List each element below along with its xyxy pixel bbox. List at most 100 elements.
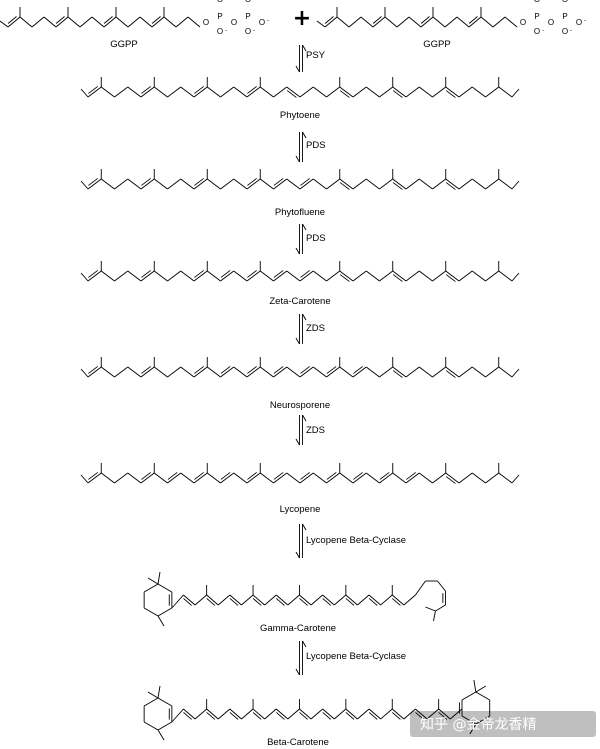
reaction-arrow-cyclase-2 <box>295 640 307 676</box>
bond <box>143 697 159 707</box>
gem-methyl <box>475 685 487 693</box>
phosphorus-atom: P <box>562 12 567 21</box>
bond <box>187 16 201 28</box>
enzyme-label-zds-2: ZDS <box>306 425 325 436</box>
double-bond-line <box>299 712 308 720</box>
double-bond-line <box>273 270 284 278</box>
bond <box>415 580 426 596</box>
bond <box>326 366 341 378</box>
bond <box>140 472 155 484</box>
bond <box>259 86 274 98</box>
bond <box>252 708 265 720</box>
bond <box>193 270 208 282</box>
forward-arrowhead <box>295 551 300 559</box>
double-bond-line <box>345 598 355 606</box>
bond <box>418 178 433 190</box>
reverse-arrowhead <box>302 414 307 422</box>
double-bond-line <box>339 274 350 282</box>
bond <box>167 178 182 190</box>
bond <box>326 472 341 484</box>
bond <box>365 86 380 98</box>
enzyme-label-pds-1: PDS <box>306 140 326 151</box>
bond <box>233 178 248 190</box>
enzyme-label-zds-1: ZDS <box>306 323 325 334</box>
bond <box>252 594 265 606</box>
bond <box>153 366 168 378</box>
bond <box>379 86 394 98</box>
bond <box>471 178 486 190</box>
bond <box>220 178 235 190</box>
bond <box>194 708 207 720</box>
bond <box>114 366 129 378</box>
bond <box>461 691 477 701</box>
bond <box>392 270 407 282</box>
bond <box>480 16 494 28</box>
bond <box>206 472 221 484</box>
double-bond-line <box>141 178 151 186</box>
bond <box>392 472 407 484</box>
bond <box>275 708 289 720</box>
ring-methyl <box>157 729 165 741</box>
bond <box>127 16 141 28</box>
bond <box>392 366 407 378</box>
oxygen-atom: O <box>562 27 568 36</box>
bond <box>432 270 447 282</box>
double-bond-line <box>194 86 204 94</box>
bond <box>352 86 367 98</box>
bond <box>475 715 490 725</box>
watermark: 知乎 @金帝龙香精 <box>410 711 596 737</box>
oxygen-atom: O <box>520 18 526 27</box>
forward-arrowhead <box>295 247 300 255</box>
bond <box>445 86 460 98</box>
bond <box>312 472 327 484</box>
ggpp-right-label: GGPP <box>423 39 450 50</box>
bond <box>380 594 393 606</box>
bond <box>67 16 81 28</box>
bond <box>339 270 354 282</box>
bond <box>391 708 405 720</box>
terminal-methyl <box>316 20 326 28</box>
bond <box>403 708 416 720</box>
double-bond-line <box>206 712 216 720</box>
double-bond-line <box>339 182 350 190</box>
bond <box>206 178 221 190</box>
bond <box>322 708 335 720</box>
bond <box>87 86 102 98</box>
bond <box>153 270 168 282</box>
forward-arrowhead <box>295 337 300 345</box>
bond <box>458 86 473 98</box>
oxygen-atom: O <box>534 0 540 4</box>
terminal-methyl <box>511 474 520 484</box>
bond <box>79 16 93 28</box>
reverse-arrowhead <box>302 313 307 321</box>
phytoene-structure <box>80 77 520 98</box>
ggpp-right-structure: OPOPOOOOO--- <box>316 0 586 36</box>
bond <box>299 594 312 606</box>
bond <box>167 472 182 484</box>
bond <box>458 472 473 484</box>
double-bond-line <box>273 366 284 374</box>
bond <box>432 472 447 484</box>
double-bond-line <box>88 366 98 374</box>
bond <box>426 708 439 720</box>
bond <box>326 178 341 190</box>
bond <box>127 270 142 282</box>
bond <box>206 594 219 606</box>
double-bond-line <box>220 366 231 374</box>
enzyme-label-psy: PSY <box>306 50 326 61</box>
bond <box>55 16 69 28</box>
bond <box>140 366 155 378</box>
bond <box>432 366 447 378</box>
double-bond-line <box>229 598 239 606</box>
bond <box>287 594 300 606</box>
bond <box>153 86 168 98</box>
neurosporene-label: Neurosporene <box>270 400 330 411</box>
reaction-arrow-cyclase-1 <box>295 523 307 559</box>
watermark-text: 知乎 @金帝龙香精 <box>420 716 536 733</box>
double-bond-line <box>273 472 284 480</box>
double-bond-line <box>252 712 262 720</box>
bond <box>324 16 338 28</box>
double-bond-line <box>247 270 257 278</box>
bond <box>485 178 500 190</box>
bond <box>229 594 242 606</box>
